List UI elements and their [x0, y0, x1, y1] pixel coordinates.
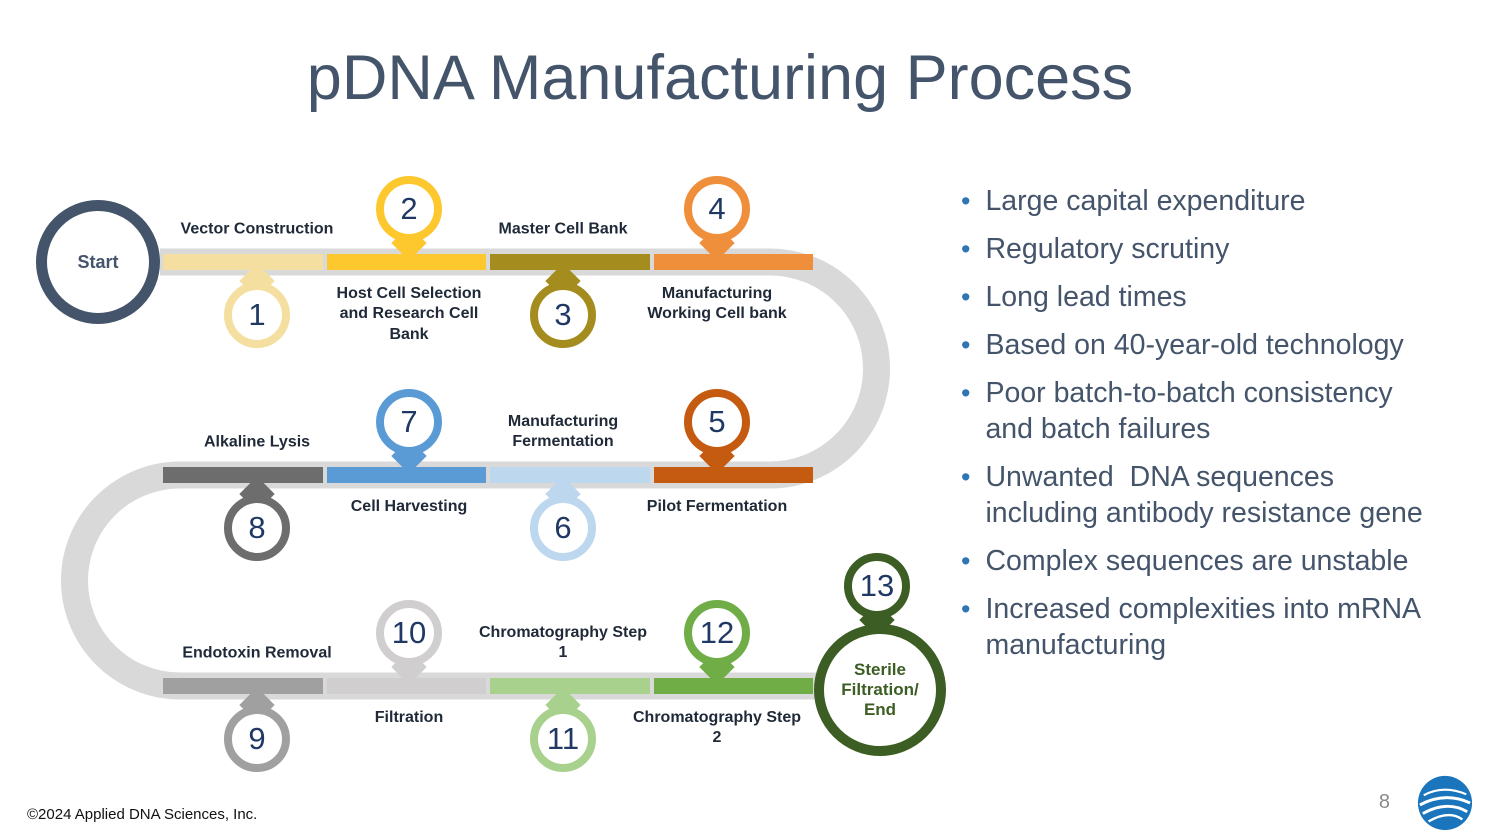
bullet-item: • Long lead times — [961, 279, 1476, 315]
pin-bubble: 6 — [530, 495, 596, 561]
bullet-text: Complex sequences are unstable — [985, 545, 1409, 577]
step-number: 7 — [400, 404, 418, 439]
applied-dna-logo — [1417, 775, 1473, 831]
pin-bubble: 1 — [224, 282, 290, 348]
bullet-text: Based on 40-year-old technology — [985, 329, 1404, 361]
bullet-marker-icon: • — [961, 186, 971, 216]
bullet-text: Regulatory scrutiny — [985, 233, 1230, 265]
step-label-9: Endotoxin Removal — [182, 644, 332, 662]
bullet-marker-icon: • — [961, 330, 971, 360]
bullet-marker-icon: • — [961, 594, 971, 624]
pin-bubble: 5 — [684, 389, 750, 455]
track-segment-2 — [326, 254, 486, 270]
bullet-item: • Unwanted DNA sequences including antibo… — [961, 459, 1476, 531]
track-segment-10 — [326, 678, 486, 694]
key-points-list: • Large capital expenditure • Regulatory sc… — [961, 183, 1476, 675]
bullet-marker-icon: • — [961, 546, 971, 576]
track-segment-7 — [326, 467, 486, 483]
pin-bubble: 9 — [224, 706, 290, 772]
step-label-3: Master Cell Bank — [498, 220, 628, 238]
step-number: 10 — [391, 615, 427, 650]
step-label-4: Manufacturing Working Cell bank — [647, 285, 787, 323]
step-number: 8 — [248, 510, 266, 545]
step-number: 13 — [859, 568, 895, 603]
end-label: Sterile Filtration/ End — [841, 659, 919, 720]
pin-bubble: 7 — [376, 389, 442, 455]
end-node: Sterile Filtration/ End — [814, 624, 946, 756]
step-number: 12 — [699, 615, 735, 650]
pin-bubble: 4 — [684, 176, 750, 242]
step-label-2: Host Cell Selection and Research Cell Ba… — [336, 285, 482, 343]
step-number: 5 — [708, 404, 726, 439]
track-segment-3 — [490, 254, 650, 270]
step-number: 6 — [554, 510, 572, 545]
bullet-text: Large capital expenditure — [985, 185, 1306, 217]
bullet-item: • Large capital expenditure — [961, 183, 1476, 219]
pin-bubble: 13 — [844, 553, 910, 619]
bullet-text: Increased complexities into mRNA manufac… — [985, 593, 1428, 661]
track-segment-11 — [490, 678, 650, 694]
pin-bubble: 3 — [530, 282, 596, 348]
step-label-1: Vector Construction — [180, 220, 334, 238]
process-diagram: Start Sterile Filtration/ End 1 Vector Co… — [36, 176, 946, 772]
step-label-12: Chromatography Step 2 — [632, 709, 801, 747]
step-label-7: Cell Harvesting — [350, 498, 468, 515]
track-segment-12 — [653, 678, 813, 694]
step-number: 2 — [400, 191, 418, 226]
start-label: Start — [77, 251, 119, 272]
step-number: 11 — [546, 721, 580, 756]
bullet-marker-icon: • — [961, 462, 971, 492]
bullet-marker-icon: • — [961, 378, 971, 408]
bullet-item: • Increased complexities into mRNA manufa… — [961, 591, 1476, 663]
bullet-text: Poor batch-to-batch consistency and batc… — [985, 377, 1401, 445]
step-label-11: Chromatography Step 1 — [478, 624, 647, 662]
track-segment-5 — [653, 467, 813, 483]
start-node: Start — [36, 200, 160, 324]
step-label-10: Filtration — [374, 709, 444, 726]
pin-bubble: 11 — [530, 706, 596, 772]
track-segment-6 — [490, 467, 650, 483]
track-segment-8 — [163, 467, 323, 483]
step-label-6: Manufacturing Fermentation — [507, 413, 619, 451]
step-label-5: Pilot Fermentation — [646, 498, 788, 515]
copyright: ©2024 Applied DNA Sciences, Inc. — [27, 806, 258, 823]
bullet-item: • Poor batch-to-batch consistency and bat… — [961, 375, 1476, 447]
step-number: 9 — [248, 721, 266, 756]
slide-title: pDNA Manufacturing Process — [306, 43, 1134, 113]
track-segment-1 — [163, 254, 323, 270]
step-number: 3 — [554, 297, 572, 332]
bullet-item: • Regulatory scrutiny — [961, 231, 1476, 267]
page-number: 8 — [1378, 791, 1390, 813]
bullet-item: • Based on 40-year-old technology — [961, 327, 1476, 363]
pin-bubble: 2 — [376, 176, 442, 242]
step-number: 1 — [248, 297, 266, 332]
pin-bubble: 8 — [224, 495, 290, 561]
bullet-marker-icon: • — [961, 282, 971, 312]
bullet-item: • Complex sequences are unstable — [961, 543, 1476, 579]
bullet-marker-icon: • — [961, 234, 971, 264]
pin-bubble: 12 — [684, 600, 750, 666]
step-number: 4 — [708, 191, 726, 226]
step-label-8: Alkaline Lysis — [203, 433, 311, 451]
pin-bubble: 10 — [376, 600, 442, 666]
bullet-text: Unwanted DNA sequences including antibod… — [985, 461, 1423, 529]
track-segment-4 — [653, 254, 813, 270]
track-segment-9 — [163, 678, 323, 694]
bullet-text: Long lead times — [985, 281, 1187, 313]
